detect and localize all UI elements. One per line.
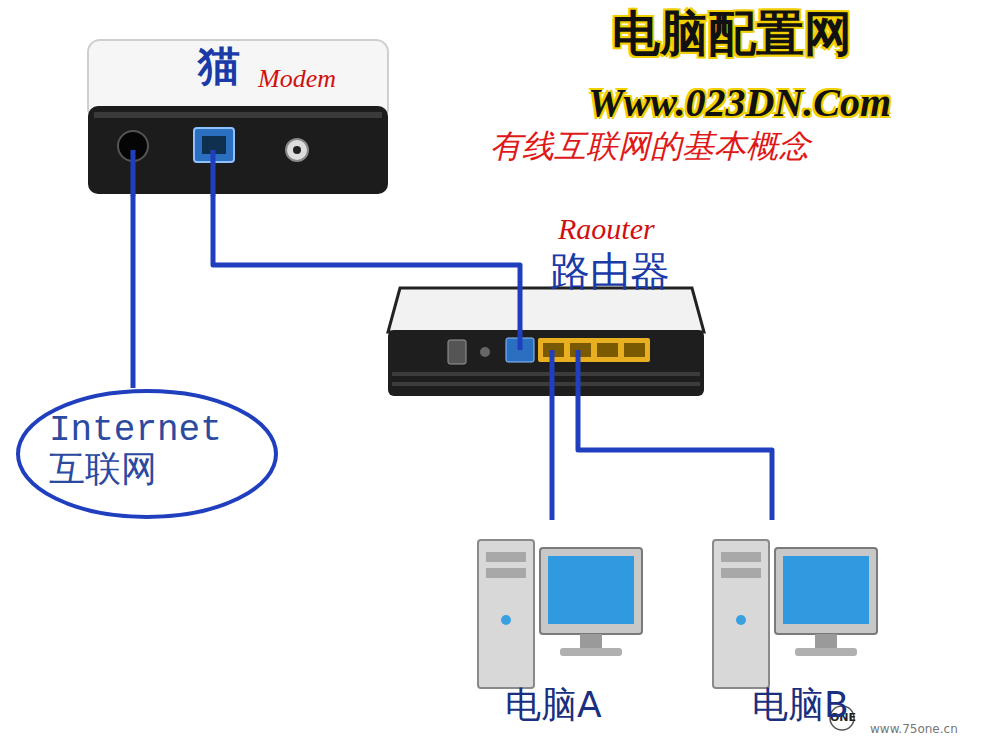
- cable-line: [213, 195, 520, 332]
- node-text: Internet 互联网: [49, 410, 249, 493]
- internet-cloud: Internet 互联网: [15, 388, 279, 520]
- cable-line: [578, 396, 772, 520]
- node-text: 猫: [198, 42, 240, 90]
- node-text: Modem: [258, 64, 336, 94]
- router-device: [388, 288, 704, 396]
- site-name: 电脑配置网: [612, 6, 852, 61]
- node-text: 电脑A: [505, 684, 602, 725]
- node-text: Raouter: [558, 212, 655, 247]
- cable-line: [131, 195, 136, 388]
- watermark-url: www.75one.cn: [870, 723, 958, 737]
- router-node: Raouter路由器: [390, 332, 702, 396]
- cable-line: [550, 396, 555, 520]
- computer-b-picture: [713, 540, 877, 688]
- diagram-title: 有线互联网的基本概念: [490, 128, 810, 165]
- node-text: 电脑B: [752, 684, 849, 725]
- computer-node: 电脑A: [465, 520, 645, 735]
- site-url: Www.023DN.Com: [588, 80, 891, 126]
- modem-node: 猫 Modem: [88, 40, 388, 195]
- computer-a-picture: [478, 540, 642, 688]
- modem-device: [88, 40, 388, 196]
- computer-node: 电脑B: [700, 520, 880, 735]
- node-text: 路由器: [550, 248, 670, 294]
